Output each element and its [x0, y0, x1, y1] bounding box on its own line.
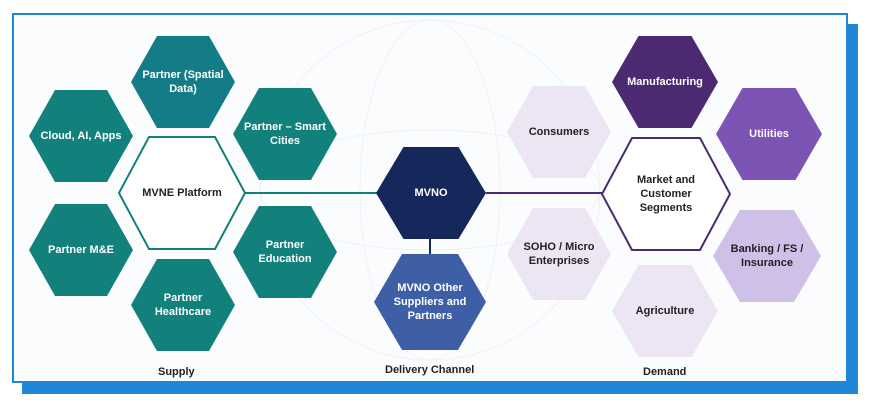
- utilities-hex: Utilities: [716, 88, 822, 180]
- partner-healthcare-hex: Partner Healthcare: [131, 259, 235, 351]
- manufacturing-label: Manufacturing: [627, 76, 703, 88]
- manufacturing-hex: Manufacturing: [612, 36, 718, 128]
- mvne-platform-outline: [117, 136, 247, 250]
- partner-smart-cities-label: Partner – Smart Cities: [244, 121, 326, 147]
- agriculture-hex: Agriculture: [612, 265, 718, 357]
- banking-label: Banking / FS / Insurance: [730, 243, 804, 269]
- soho-label: SOHO / Micro Enterprises: [523, 241, 595, 267]
- partner-education-label: Partner Education: [258, 239, 312, 265]
- market-segments-hex: Market and Customer Segments: [606, 148, 726, 240]
- consumers-label: Consumers: [528, 126, 590, 138]
- mvno-label: MVNO: [414, 187, 448, 199]
- cloud-ai-apps-label: Cloud, AI, Apps: [40, 130, 122, 142]
- mvne-platform-hex: MVNE Platform: [124, 147, 240, 239]
- delivery-channel-caption: Delivery Channel: [385, 364, 475, 376]
- partner-healthcare-label: Partner Healthcare: [154, 292, 212, 318]
- mvno-hex: MVNO: [376, 147, 486, 239]
- mvne-platform-label: MVNE Platform: [142, 187, 222, 199]
- partner-me-label: Partner M&E: [47, 244, 115, 256]
- agriculture-label: Agriculture: [635, 305, 695, 317]
- market-segments-label: Market and Customer Segments: [636, 174, 696, 214]
- market-segments-outline: [600, 137, 732, 251]
- demand-caption: Demand: [643, 366, 687, 378]
- supply-caption: Supply: [158, 366, 195, 378]
- partner-spatial-data-label: Partner (Spatial Data): [142, 69, 224, 95]
- mvno-other-suppliers-label: MVNO Other Suppliers and Partners: [393, 282, 467, 322]
- utilities-label: Utilities: [749, 128, 789, 140]
